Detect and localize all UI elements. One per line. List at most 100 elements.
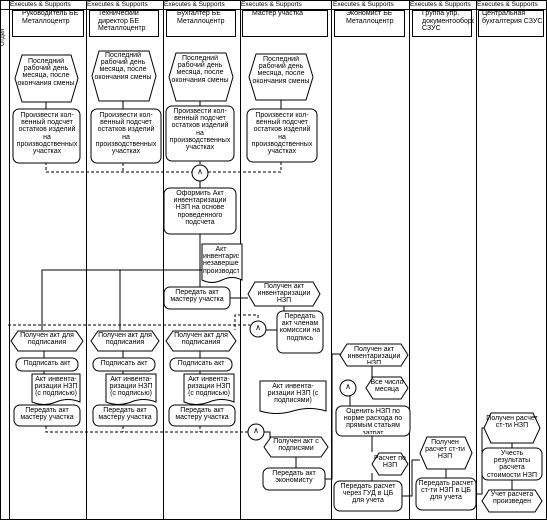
shape-sign-2 xyxy=(92,357,156,372)
shape-calc-received-7 xyxy=(483,412,541,444)
shape-form-act xyxy=(163,187,237,235)
lane-5-header: Экономист БЕ Металлоцентр xyxy=(346,10,394,25)
lane-7-top-label: Executes & Supports xyxy=(477,1,538,8)
shape-pass-master-3b xyxy=(168,404,236,427)
shape-calc-received-6 xyxy=(419,436,473,470)
lane-6-top-label: Executes & Supports xyxy=(410,1,471,8)
shape-pass-economist xyxy=(262,467,326,491)
conn-doc-lane1 xyxy=(41,269,200,330)
and-operator-2: ∧ xyxy=(255,324,261,332)
lane-3-header: Бухгалтер БЕ Металлоцентр xyxy=(177,10,225,25)
lane-5-top-label: Executes & Supports xyxy=(333,1,394,8)
conn-members-and2 xyxy=(234,314,259,330)
lane-6-header: Группа упр. документооборотом СЗУС xyxy=(422,10,474,32)
function-estimate: Оценить НЗП по норме расхода по прямым с… xyxy=(343,408,403,434)
lane-1-header: Руководитель БЕ Металлоцентр xyxy=(22,10,79,25)
conn-pass-and4-1 xyxy=(45,426,248,433)
event-start-2: Последний рабочий день месяца, после око… xyxy=(94,52,152,81)
shape-start-2 xyxy=(91,50,157,102)
event-act-signed: Получен акт с подписями xyxy=(273,438,319,453)
shape-start-3 xyxy=(168,52,234,102)
function-pass-master-3b: Передать акт мастеру участка xyxy=(175,407,229,422)
shape-pass-master-2 xyxy=(92,404,158,427)
document-act-1: Акт инвента-ризации НЗП (с подписью) xyxy=(34,376,78,398)
function-pass-members: Передать акт членам комиссии на подпись xyxy=(279,313,321,342)
shape-pass-master-3 xyxy=(163,286,231,310)
lane-header-box-6 xyxy=(412,10,472,37)
document-act-4: Акт инвента-ризации НЗП (с подписями) xyxy=(267,383,319,405)
function-count-4: Произвести кол-венный подсчет остатков и… xyxy=(251,112,313,156)
function-pass-master-1: Передать акт мастеру участка xyxy=(20,407,74,422)
event-calc-received-7: Получен расчет ст-ти НЗП xyxy=(486,415,538,430)
shape-received-4 xyxy=(247,281,321,307)
and-operator-3: ∧ xyxy=(345,383,351,391)
shape-and-3 xyxy=(339,379,357,397)
diagram-shapes xyxy=(10,50,543,513)
shape-pass-members xyxy=(276,310,324,354)
conn-pass-group xyxy=(400,459,420,497)
document-act-nzp: Акт инвентаризации незавершенного произв… xyxy=(203,246,239,275)
event-start-4: Последний рабочий день месяца, после око… xyxy=(252,56,310,85)
shape-and-1 xyxy=(191,164,209,182)
shape-start-1 xyxy=(14,54,79,103)
lane-header-box-2 xyxy=(89,10,159,37)
function-account: Учесть результаты расчета стоимости НЗП xyxy=(486,450,537,478)
and-operator-1: ∧ xyxy=(197,168,203,176)
function-pass-calc-6: Передать расчет ст-ти НЗП в ЦБ для учета xyxy=(418,480,474,502)
shape-start-4 xyxy=(248,53,314,101)
shape-pass-calc-6 xyxy=(415,477,477,511)
lane-4-header: Мастер участка xyxy=(252,10,304,17)
shape-doc-act-1 xyxy=(31,373,81,405)
shape-count-1 xyxy=(12,108,81,164)
shape-doc-act-4 xyxy=(259,380,327,414)
lane-header-box-1 xyxy=(12,10,84,37)
event-act-signing-1: Получен акт для подписания xyxy=(20,332,74,347)
shape-signing-2 xyxy=(90,330,160,352)
conn-count-1 xyxy=(45,162,192,173)
function-pass-economist: Передать акт экономисту xyxy=(272,470,316,485)
shape-pass-master-1 xyxy=(13,404,81,427)
lane-header-box-4 xyxy=(242,10,328,37)
shape-calc-nzp xyxy=(371,452,409,476)
lane-2-top-label: Executes & Supports xyxy=(87,1,148,8)
shape-sign-1 xyxy=(15,357,79,372)
lane-2-header: Технический директор БЕ Металлоцентр xyxy=(98,10,146,32)
event-start-1: Последний рабочий день месяца, после око… xyxy=(17,58,75,87)
conn-economist-received xyxy=(324,353,342,480)
document-act-3: Акт инвента-ризации НЗП (с подписью) xyxy=(187,376,231,398)
function-count-1: Произвести кол-венный подсчет остатков и… xyxy=(16,112,78,156)
lane-header-box-5 xyxy=(334,10,405,37)
document-act-2: Акт инвента-ризации НЗП (с подписью) xyxy=(109,376,153,398)
shape-account-done xyxy=(481,489,543,513)
event-act-received-5: Получен акт инвентаризации НЗП xyxy=(347,346,401,364)
event-act-received-4: Получен акт инвентаризации НЗП xyxy=(257,283,311,305)
event-all-month: Все число месяца xyxy=(370,379,404,394)
shape-act-signed xyxy=(263,436,329,458)
shape-sign-3 xyxy=(169,357,233,372)
shape-count-2 xyxy=(90,108,162,164)
function-pass-calc: Передать расчет через ГУД в ЦБ для учета xyxy=(340,483,396,505)
shape-doc-act-nzp xyxy=(201,243,243,283)
shape-account xyxy=(481,447,543,481)
lane-header-box-7 xyxy=(478,10,544,37)
function-count-3: Произвести кол-венный подсчет остатков и… xyxy=(169,108,231,152)
function-form-act: Оформить Акт инвентаризации НЗП на основ… xyxy=(173,190,227,226)
function-sign-1: Подписать акт xyxy=(23,360,71,367)
function-count-2: Произвести кол-венный подсчет остатков и… xyxy=(95,112,157,156)
lane-4-top-label: Executes & Supports xyxy=(241,1,302,8)
event-act-signing-3: Получен акт для подписания xyxy=(174,332,228,347)
shape-count-3 xyxy=(165,105,235,162)
lane-7-header: Центральная бухгалтерия СЗУС xyxy=(482,10,543,25)
side-label: Отдел xyxy=(0,28,6,46)
shape-all-month xyxy=(365,376,409,400)
event-account-done: Учет расчета произведен xyxy=(490,491,534,506)
lane-1-top-label: Executes & Supports xyxy=(10,1,71,8)
function-pass-master-3: Передать акт мастеру участка xyxy=(170,289,224,304)
event-act-signing-2: Получен акт для подписания xyxy=(98,332,152,347)
lane-3-top-label: Executes & Supports xyxy=(164,1,225,8)
shape-doc-act-2 xyxy=(105,373,157,405)
function-sign-2: Подписать акт xyxy=(100,360,148,367)
conn-and4-signed xyxy=(264,431,271,438)
